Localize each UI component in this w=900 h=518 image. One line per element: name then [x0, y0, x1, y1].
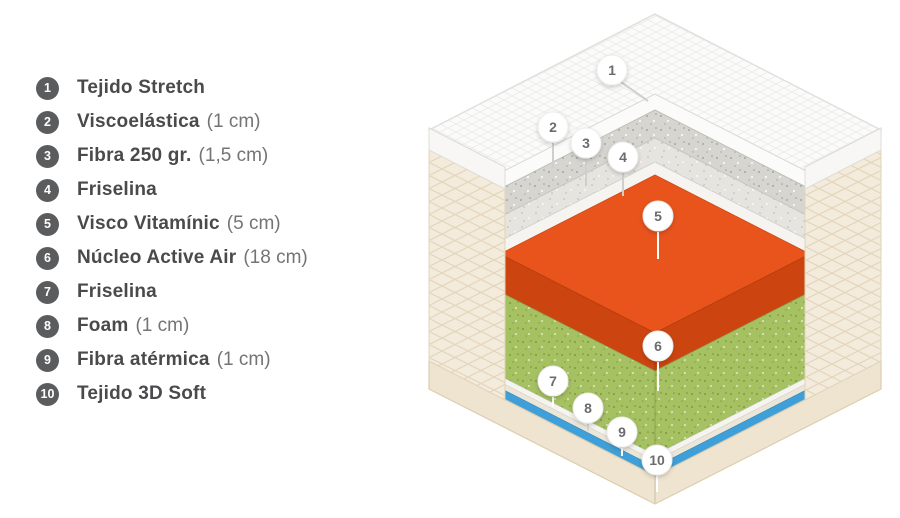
callout-5: 5 — [642, 200, 674, 259]
legend-item: 9 Fibra atérmica (1 cm) — [36, 346, 308, 374]
legend-layer-size: (1 cm) — [206, 111, 261, 132]
callout-6-circle — [642, 330, 674, 362]
callout-8-circle — [572, 392, 604, 424]
right-side-top-cover-edge — [804, 127, 882, 190]
callout-10-number: 10 — [649, 452, 665, 468]
callout-1-leader-line — [620, 81, 649, 102]
callout-6-number: 6 — [654, 338, 662, 354]
legend-layer-size: (1 cm) — [135, 315, 190, 336]
legend-layer-name: Foam — [77, 315, 129, 336]
callout-3: 3 — [570, 127, 602, 186]
legend-number-badge: 8 — [36, 314, 59, 338]
legend-layer-size: (5 cm) — [226, 213, 281, 234]
mattress-diagram: 1 2 3 4 5 6 7 8 9 10 — [415, 0, 895, 518]
legend-number-badge: 10 — [36, 382, 59, 406]
callout-2: 2 — [537, 111, 569, 168]
layers-legend: 1 Tejido Stretch 2 Viscoelástica (1 cm) … — [36, 74, 308, 408]
legend-layer-name: Fibra atérmica — [77, 349, 210, 370]
callout-8: 8 — [572, 392, 604, 431]
callout-4: 4 — [607, 141, 639, 196]
legend-number-badge: 6 — [36, 246, 59, 270]
legend-number-badge: 2 — [36, 110, 59, 134]
callout-1: 1 — [596, 54, 649, 102]
legend-item: 4 Friselina — [36, 176, 308, 204]
callout-5-circle — [642, 200, 674, 232]
callout-2-number: 2 — [549, 119, 557, 135]
legend-item: 8 Foam (1 cm) — [36, 312, 308, 340]
legend-item: 3 Fibra 250 gr. (1,5 cm) — [36, 142, 308, 170]
callout-10-circle — [641, 444, 673, 476]
callout-3-number: 3 — [582, 135, 590, 151]
legend-layer-size: (1,5 cm) — [198, 145, 269, 166]
legend-layer-name: Visco Vitamínic — [77, 213, 220, 234]
legend-item: 10 Tejido 3D Soft — [36, 380, 308, 408]
callout-4-circle — [607, 141, 639, 173]
legend-number-badge: 9 — [36, 348, 59, 372]
legend-layer-name: Friselina — [77, 281, 157, 302]
callout-4-number: 4 — [619, 149, 627, 165]
callout-2-circle — [537, 111, 569, 143]
legend-layer-size: (18 cm) — [243, 247, 308, 268]
callout-10: 10 — [641, 444, 673, 492]
legend-layer-name: Núcleo Active Air — [77, 247, 237, 268]
legend-number-badge: 1 — [36, 76, 59, 100]
legend-layer-name: Tejido Stretch — [77, 77, 206, 98]
callout-9-circle — [606, 416, 638, 448]
callout-7: 7 — [537, 365, 569, 407]
legend-layer-name: Viscoelástica — [77, 111, 200, 132]
legend-layer-name: Fibra 250 gr. — [77, 145, 192, 166]
callout-3-circle — [570, 127, 602, 159]
callout-6: 6 — [642, 330, 674, 391]
left-side-top-cover-edge — [428, 127, 506, 190]
callout-1-circle — [596, 54, 628, 86]
legend-number-badge: 4 — [36, 178, 59, 202]
callout-9-number: 9 — [618, 424, 626, 440]
callout-8-number: 8 — [584, 400, 592, 416]
legend-item: 6 Núcleo Active Air (18 cm) — [36, 244, 308, 272]
legend-layer-name: Tejido 3D Soft — [77, 383, 207, 404]
legend-item: 5 Visco Vitamínic (5 cm) — [36, 210, 308, 238]
legend-layer-size: (1 cm) — [216, 349, 271, 370]
legend-number-badge: 7 — [36, 280, 59, 304]
legend-item: 2 Viscoelástica (1 cm) — [36, 108, 308, 136]
legend-number-badge: 3 — [36, 144, 59, 168]
callout-5-number: 5 — [654, 208, 662, 224]
callout-9: 9 — [606, 416, 638, 456]
legend-item: 1 Tejido Stretch — [36, 74, 308, 102]
legend-number-badge: 5 — [36, 212, 59, 236]
layer-tejido-3d-bottom — [428, 360, 882, 505]
legend-item: 7 Friselina — [36, 278, 308, 306]
callout-7-circle — [537, 365, 569, 397]
callout-7-number: 7 — [549, 373, 557, 389]
callout-1-number: 1 — [608, 62, 616, 78]
legend-layer-name: Friselina — [77, 179, 157, 200]
